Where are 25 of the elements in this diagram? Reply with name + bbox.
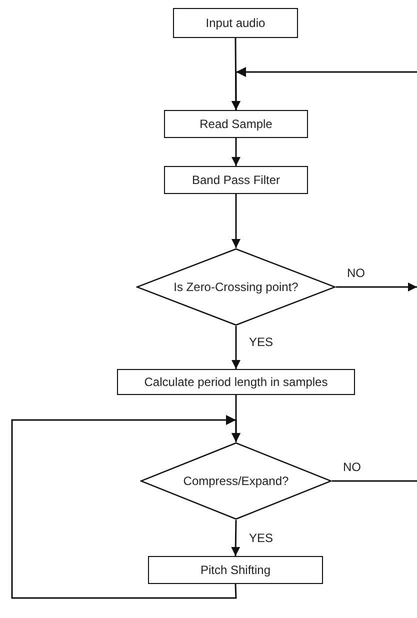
node-label: Calculate period length in samples xyxy=(144,375,328,389)
arrow xyxy=(11,415,240,599)
edge-label: YES xyxy=(248,531,274,545)
node-label: Pitch Shifting xyxy=(200,563,271,577)
node-label: Compress/Expand? xyxy=(183,474,289,488)
node-label: Read Sample xyxy=(200,117,272,131)
node-label: Band Pass Filter xyxy=(192,173,280,187)
arrow xyxy=(232,326,240,369)
process-box xyxy=(164,166,308,194)
process-box xyxy=(164,110,308,138)
node-label: Is Zero-Crossing point? xyxy=(174,280,298,294)
decision-diamond xyxy=(136,248,336,326)
process-box xyxy=(173,8,298,38)
process-box xyxy=(117,369,355,395)
arrow xyxy=(232,194,240,248)
node-label: Input audio xyxy=(206,16,266,30)
process-box xyxy=(148,556,323,584)
arrow xyxy=(232,138,240,166)
edge-label: NO xyxy=(342,460,362,474)
decision-diamond xyxy=(140,442,332,520)
arrow xyxy=(231,520,240,556)
edge-label: NO xyxy=(346,266,366,280)
edge-label: YES xyxy=(248,335,274,349)
arrow xyxy=(336,282,417,292)
arrow xyxy=(232,67,417,110)
